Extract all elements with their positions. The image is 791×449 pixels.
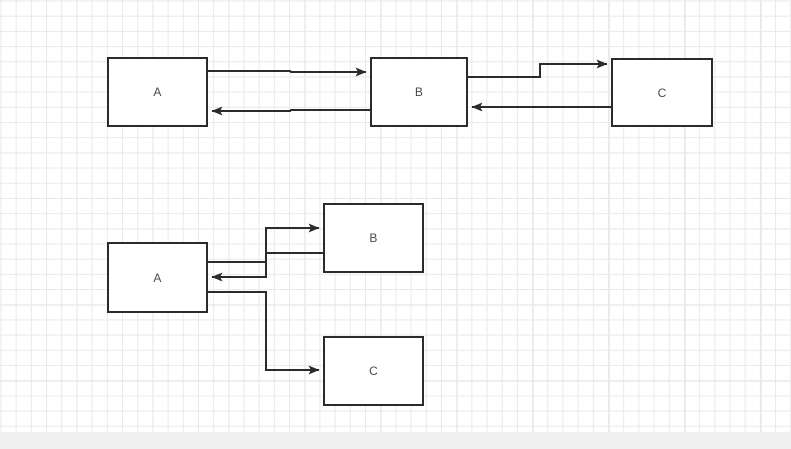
footer-strip [0, 432, 791, 449]
node-bottom-a[interactable]: A [107, 242, 208, 313]
edge-top-a-to-b[interactable] [208, 67, 367, 77]
node-bottom-c[interactable]: C [323, 336, 424, 406]
node-label: A [153, 85, 162, 99]
node-top-c[interactable]: C [611, 58, 713, 127]
node-label: B [414, 85, 424, 99]
node-label: B [369, 231, 378, 245]
edge-top-b-to-c[interactable] [468, 59, 608, 78]
diagram-grid-canvas[interactable]: A B C A B C [0, 0, 791, 432]
edge-bot-a-to-b[interactable] [208, 223, 320, 263]
node-top-a[interactable]: A [107, 57, 208, 127]
node-label: A [153, 270, 162, 285]
node-top-b[interactable]: B [370, 57, 468, 127]
edge-bot-a-to-c[interactable] [208, 291, 320, 375]
node-bottom-b[interactable]: B [323, 203, 424, 273]
edge-bot-b-to-a[interactable] [211, 252, 323, 282]
node-label: C [657, 85, 667, 100]
node-label: C [369, 364, 378, 378]
